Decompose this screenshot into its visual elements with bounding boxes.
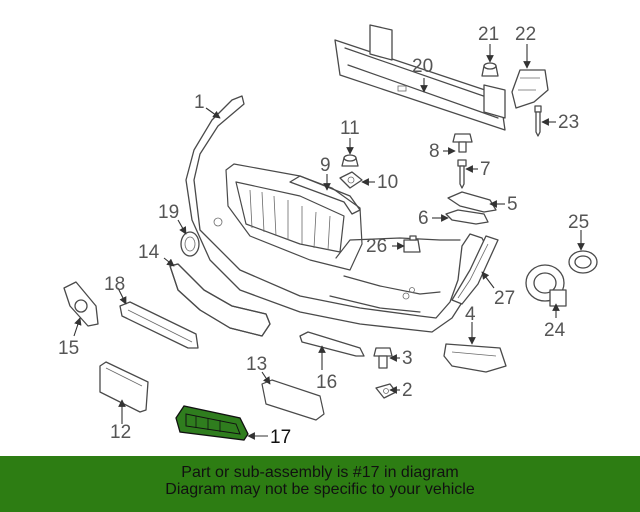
part-12-plate-bracket [99,361,149,413]
part-21-nut [481,62,499,77]
part-19-ring [180,231,200,257]
part-18-trim [119,301,199,349]
callout-22: 22 [515,24,536,45]
parts-diagram: 1 2 3 4 5 6 7 8 9 10 11 12 13 14 15 16 1… [58,24,598,448]
leader-lines [73,44,585,440]
callout-12: 12 [110,422,131,443]
callout-27: 27 [494,288,515,309]
part-22-bracket [511,69,549,109]
callout-26: 26 [366,236,387,257]
callout-19: 19 [158,202,179,223]
part-3-bolt [373,347,393,369]
callout-13: 13 [246,354,267,375]
part-1-bumper-cover [185,95,489,333]
callout-labels: 1 2 3 4 5 6 7 8 9 10 11 12 13 14 15 16 1… [58,24,589,448]
callout-2: 2 [402,380,413,401]
part-27-side-trim [451,235,499,305]
callout-3: 3 [402,348,413,369]
part-14-center-grille [169,263,271,337]
callout-25: 25 [568,212,589,233]
part-7-stud [457,159,467,189]
callout-4: 4 [465,304,476,325]
callout-23: 23 [558,112,579,133]
callout-20: 20 [412,56,433,77]
callout-8: 8 [429,141,440,162]
part-4-lamp [443,343,507,373]
part-10-clip [339,171,363,189]
part-6-bracket [445,209,489,225]
callout-24: 24 [544,320,566,341]
callout-10: 10 [377,172,398,193]
part-24-fog-lamp [525,264,567,307]
info-banner: Part or sub-assembly is #17 in diagram D… [0,456,640,512]
callout-5: 5 [507,194,518,215]
part-20-impact-bar [334,24,506,131]
part-16-trim [299,331,365,357]
callout-15: 15 [58,338,79,359]
banner-line-2: Diagram may not be specific to your vehi… [165,481,475,498]
callout-9: 9 [320,155,331,176]
callout-18: 18 [104,274,125,295]
part-8-bolt [452,133,473,153]
part-5-bracket [447,191,497,213]
callout-21: 21 [478,24,499,45]
part-15-bracket [63,281,99,327]
callout-6: 6 [418,208,429,229]
callout-16: 16 [316,372,337,393]
part-11-nut [341,154,359,167]
part-23-clip [534,105,542,137]
callout-17[interactable]: 17 [270,427,291,448]
callout-11: 11 [340,118,360,139]
callout-1: 1 [194,92,205,113]
part-17-highlighted[interactable] [175,405,249,441]
callout-14: 14 [138,242,160,263]
callout-7: 7 [480,159,491,180]
banner-line-1: Part or sub-assembly is #17 in diagram [181,464,459,481]
part-25-ring [568,250,598,274]
part-2-nut [375,383,397,399]
part-13-grille [261,379,325,421]
part-26-plug [403,235,421,253]
